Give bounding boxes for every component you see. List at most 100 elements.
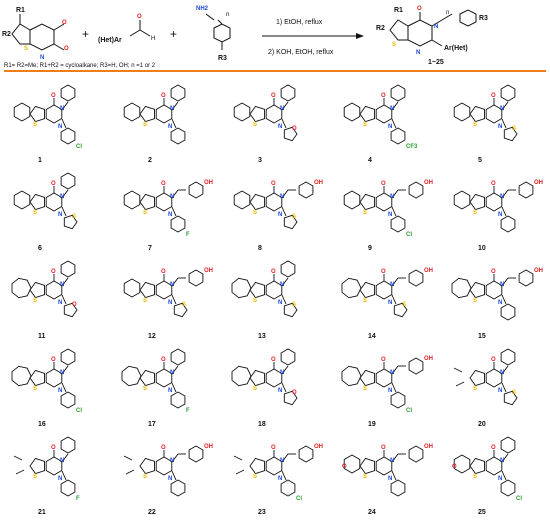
- oxazine-o-atom: O: [62, 20, 67, 26]
- nitrogen-atom-1: N: [58, 388, 62, 394]
- scheme-r2: R2: [2, 31, 11, 38]
- sulfur-atom: S: [473, 122, 477, 128]
- thiophene-sulfur: S: [512, 126, 516, 132]
- nitrogen-atom-3: N: [390, 458, 394, 464]
- compound-skeleton: [453, 348, 518, 406]
- compound-skeleton: [231, 348, 298, 406]
- nitrogen-atom-1: N: [278, 212, 282, 218]
- aldehyde-structure: [129, 20, 151, 37]
- compound-number: 17: [148, 421, 156, 428]
- product-n3: N: [434, 24, 438, 30]
- product-n1: N: [416, 50, 420, 56]
- carbonyl-oxygen: O: [161, 269, 166, 275]
- nitrogen-atom-1: N: [388, 388, 392, 394]
- carbonyl-oxygen: O: [381, 181, 386, 187]
- compound-number: 25: [478, 509, 486, 516]
- sulfur-atom: S: [33, 386, 37, 392]
- nitrogen-atom-3: N: [390, 282, 394, 288]
- compound-number: 18: [258, 421, 266, 428]
- nitrogen-atom-3: N: [280, 282, 284, 288]
- product-r2: R2: [376, 25, 385, 32]
- nitrogen-atom-3: N: [280, 194, 284, 200]
- hydroxyl-group: OH: [424, 356, 433, 362]
- compound-number: 1: [38, 157, 42, 164]
- compound-number: 12: [148, 333, 156, 340]
- nitrogen-atom-1: N: [278, 300, 282, 306]
- amine-linker-n: n: [226, 12, 229, 18]
- oxazine-n-atom: N: [40, 55, 44, 61]
- thiophene-sulfur: S: [72, 214, 76, 220]
- nitrogen-atom-3: N: [280, 370, 284, 376]
- compound-skeleton: [341, 357, 424, 409]
- nitrogen-atom-3: N: [170, 194, 174, 200]
- nitrogen-atom-1: N: [498, 124, 502, 130]
- carbonyl-oxygen: O: [271, 269, 276, 275]
- carbonyl-oxygen: O: [491, 93, 496, 99]
- sulfur-atom: S: [143, 386, 147, 392]
- nitrogen-atom-1: N: [168, 476, 172, 482]
- halogen-substituent: Cl: [296, 496, 302, 502]
- compound-number: 16: [38, 421, 46, 428]
- nitrogen-atom-3: N: [500, 282, 504, 288]
- compound-skeleton: [233, 445, 314, 497]
- compound-skeleton: [123, 445, 204, 497]
- carbonyl-oxygen: O: [491, 445, 496, 451]
- nitrogen-atom-1: N: [58, 124, 62, 130]
- ring-oxygen: O: [452, 464, 457, 470]
- halogen-substituent: CF3: [406, 144, 418, 150]
- aldehyde-h: H: [151, 36, 155, 42]
- carbonyl-oxygen: O: [271, 93, 276, 99]
- nitrogen-atom-3: N: [390, 194, 394, 200]
- nitrogen-atom-3: N: [170, 106, 174, 112]
- compound-number: 5: [478, 157, 482, 164]
- compound-number: 6: [38, 245, 42, 252]
- sulfur-atom: S: [253, 122, 257, 128]
- halogen-substituent: Cl: [516, 496, 522, 502]
- compound-skeleton: [453, 84, 518, 142]
- carbonyl-oxygen: O: [491, 269, 496, 275]
- hydroxyl-group: OH: [424, 268, 433, 274]
- compound-skeleton: [123, 84, 186, 145]
- nitrogen-atom-1: N: [388, 300, 392, 306]
- plus-sign-2: +: [170, 27, 177, 41]
- sulfur-atom: S: [253, 298, 257, 304]
- nitrogen-atom-3: N: [60, 458, 64, 464]
- sulfur-atom: S: [33, 122, 37, 128]
- compound-number: 13: [258, 333, 266, 340]
- compound-skeleton: [231, 260, 298, 318]
- compound-13: S N N O S 13: [231, 260, 298, 340]
- starting-material-thienooxazine: [11, 14, 65, 51]
- nitrogen-atom-3: N: [500, 194, 504, 200]
- nitrogen-atom-1: N: [278, 388, 282, 394]
- thiophene-sulfur: S: [182, 302, 186, 308]
- compound-skeleton: [11, 260, 78, 318]
- nitrogen-atom-1: N: [498, 476, 502, 482]
- hydroxyl-group: OH: [204, 180, 213, 186]
- nitrogen-atom-1: N: [58, 300, 62, 306]
- amine-nh2: NH2: [196, 6, 209, 12]
- product-linker-n: n: [446, 10, 449, 16]
- nitrogen-atom-1: N: [388, 476, 392, 482]
- sulfur-atom: S: [143, 474, 147, 480]
- compound-number: 19: [368, 421, 376, 428]
- compound-number: 7: [148, 245, 152, 252]
- compound-number: 23: [258, 509, 266, 516]
- compound-number: 22: [148, 509, 156, 516]
- compound-skeleton: [233, 181, 314, 230]
- hydroxyl-group: OH: [424, 444, 433, 450]
- nitrogen-atom-1: N: [58, 212, 62, 218]
- thiophene-sulfur: S: [292, 302, 296, 308]
- compound-skeleton: [11, 348, 76, 409]
- nitrogen-atom-3: N: [60, 370, 64, 376]
- carbonyl-oxygen: O: [381, 357, 386, 363]
- oxazine-carbonyl-o: O: [64, 46, 69, 52]
- hydroxyl-group: OH: [314, 444, 323, 450]
- compound-number: 11: [38, 333, 46, 340]
- nitrogen-atom-1: N: [498, 300, 502, 306]
- carbonyl-oxygen: O: [381, 445, 386, 451]
